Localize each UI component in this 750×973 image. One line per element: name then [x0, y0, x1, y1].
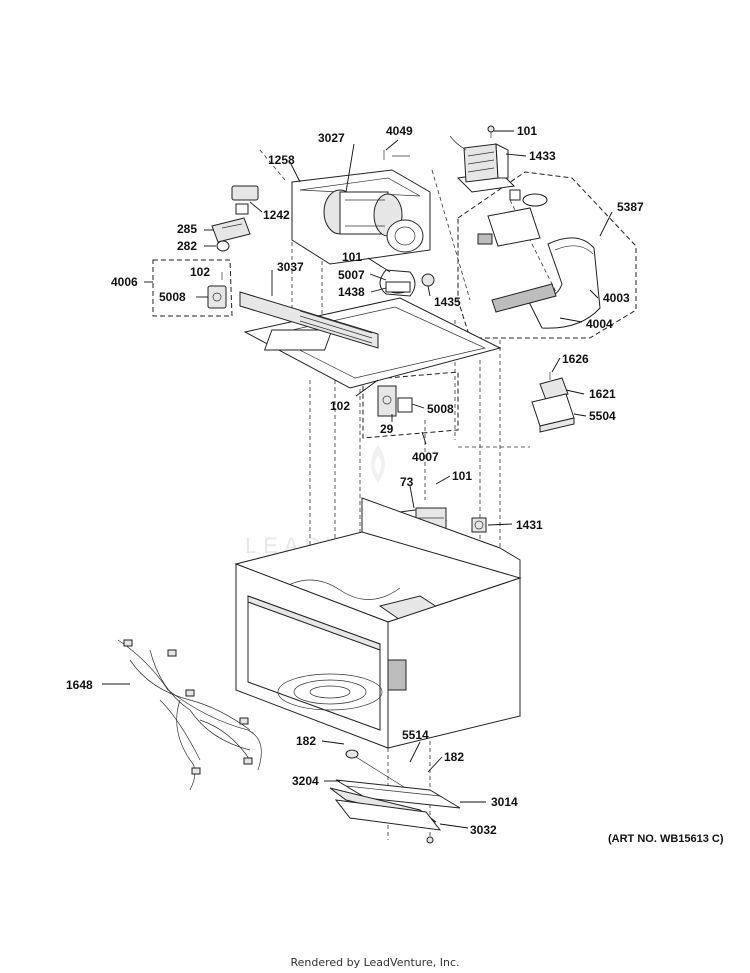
screw-101-top	[487, 125, 495, 138]
transformer-1433	[449, 135, 516, 193]
lamp-assembly-5514	[345, 749, 413, 793]
thermostat-1431	[471, 517, 487, 533]
leader-lines	[102, 130, 613, 829]
vent-grille-3037	[239, 291, 379, 349]
callout-285: 285	[177, 222, 197, 236]
callout-282: 282	[177, 239, 197, 253]
callout-101-middle: 101	[342, 250, 362, 264]
thermal-cutout-1242	[231, 185, 259, 215]
wiring-harness-1648	[117, 639, 262, 791]
oven-cavity	[234, 497, 522, 749]
blower-motor-3027	[323, 189, 424, 253]
diode-1435	[421, 273, 435, 287]
lamp-282	[216, 240, 230, 252]
callout-1626: 1626	[562, 352, 589, 366]
callout-3032: 3032	[470, 823, 497, 837]
duct-assembly-5387	[477, 189, 601, 329]
interlock-assembly-4007	[377, 385, 413, 417]
callout-5008-lower: 5008	[427, 402, 454, 416]
callout-4004: 4004	[586, 317, 613, 331]
callout-5504: 5504	[589, 409, 616, 423]
callout-1621: 1621	[589, 387, 616, 401]
cover-3032	[334, 799, 442, 831]
callout-182-left: 182	[296, 734, 316, 748]
callout-5007: 5007	[338, 268, 365, 282]
callout-1258: 1258	[268, 153, 295, 167]
lamp-tube-3014	[335, 779, 461, 809]
callout-5008: 5008	[159, 290, 186, 304]
callout-182-right: 182	[444, 750, 464, 764]
footer-credit: Rendered by LeadVenture, Inc.	[290, 956, 460, 969]
art-number: (ART NO. WB15613 C)	[608, 833, 724, 845]
watermark-logo	[371, 445, 385, 483]
callout-102: 102	[190, 265, 210, 279]
bracket-5504	[531, 393, 575, 433]
callout-1242: 1242	[263, 208, 290, 222]
capacitor-1438	[385, 281, 411, 294]
switch-5008	[207, 272, 227, 309]
callout-4007: 4007	[412, 450, 439, 464]
callout-1435: 1435	[434, 295, 461, 309]
callout-1431: 1431	[516, 518, 543, 532]
callout-1433: 1433	[529, 149, 556, 163]
callout-102-lower: 102	[330, 399, 350, 413]
callout-101-lower: 101	[452, 469, 472, 483]
callout-1648: 1648	[66, 678, 93, 692]
callout-29: 29	[380, 422, 394, 436]
callout-5387: 5387	[617, 200, 644, 214]
callout-4003: 4003	[603, 291, 630, 305]
screw-bottom	[426, 836, 434, 844]
callout-4049: 4049	[386, 124, 413, 138]
assembly-box-4006	[152, 259, 233, 317]
callout-3037: 3037	[277, 260, 304, 274]
lamp-socket-285	[211, 217, 251, 243]
switch-1621	[539, 372, 569, 401]
callout-labels: 101 1433 4049 3027 1258 1242 5387 285 28…	[66, 124, 644, 837]
callout-5514: 5514	[402, 728, 429, 742]
assembly-box-5387	[457, 171, 637, 339]
callout-1438: 1438	[338, 285, 365, 299]
callout-73: 73	[400, 475, 414, 489]
screws-4049	[383, 150, 410, 160]
callout-3204: 3204	[292, 774, 319, 788]
callout-3014: 3014	[491, 795, 518, 809]
assembly-box-4007	[362, 371, 459, 439]
callout-101: 101	[517, 124, 537, 138]
callout-3027: 3027	[318, 131, 345, 145]
callout-4006: 4006	[111, 275, 138, 289]
